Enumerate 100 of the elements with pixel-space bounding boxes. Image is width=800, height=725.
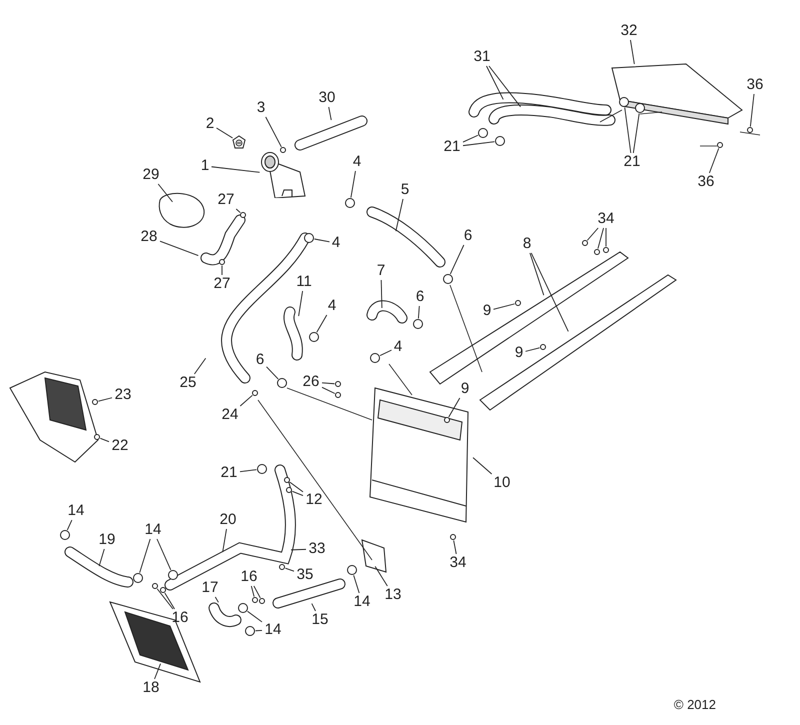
screw bbox=[240, 212, 246, 218]
callout-number: 36 bbox=[746, 77, 764, 93]
hose-clamp bbox=[347, 565, 357, 575]
callout-number: 19 bbox=[98, 532, 116, 548]
hose-clamp bbox=[245, 626, 255, 636]
hose-clamp bbox=[370, 353, 380, 363]
callout-number: 24 bbox=[222, 407, 238, 423]
screw bbox=[279, 564, 285, 570]
leader-line bbox=[154, 663, 161, 680]
screw bbox=[252, 597, 258, 603]
callout-number: 21 bbox=[624, 154, 640, 170]
leader-line bbox=[493, 303, 516, 310]
leader-line bbox=[418, 306, 420, 319]
leader-line bbox=[98, 548, 105, 567]
callout-number: 25 bbox=[180, 375, 196, 391]
screw bbox=[515, 300, 521, 306]
leader-line bbox=[462, 141, 495, 146]
callout-number: 17 bbox=[202, 580, 218, 596]
leader-line bbox=[486, 66, 504, 100]
callout-number: 15 bbox=[312, 612, 328, 628]
callout-number: 9 bbox=[514, 345, 524, 361]
callout-number: 9 bbox=[460, 381, 470, 397]
filler-cap-drawing bbox=[232, 135, 246, 149]
leader-line bbox=[98, 397, 112, 402]
callout-number: 34 bbox=[450, 555, 466, 571]
screw bbox=[747, 127, 753, 133]
hose-clamp bbox=[304, 233, 314, 243]
hose-clamp bbox=[443, 274, 453, 284]
leader-line bbox=[462, 134, 478, 142]
leader-line bbox=[164, 592, 175, 610]
callout-number: 6 bbox=[256, 352, 264, 368]
hose-clamp bbox=[257, 464, 267, 474]
hose-clamp bbox=[413, 319, 423, 329]
leader-line bbox=[246, 610, 262, 622]
leader-line bbox=[328, 106, 332, 121]
leader-line bbox=[453, 540, 457, 554]
leader-line bbox=[624, 107, 632, 154]
screw bbox=[259, 598, 265, 604]
callout-number: 27 bbox=[218, 192, 234, 208]
leader-line bbox=[322, 386, 336, 394]
leader-line bbox=[316, 314, 328, 333]
hose-clamp bbox=[60, 530, 70, 540]
leader-line bbox=[240, 394, 253, 406]
leader-line bbox=[211, 166, 260, 173]
callout-number: 28 bbox=[140, 229, 158, 245]
leader-line bbox=[160, 240, 199, 256]
leader-line bbox=[139, 538, 151, 574]
callout-number: 31 bbox=[474, 49, 490, 65]
leader-line bbox=[632, 113, 640, 154]
callout-number: 21 bbox=[444, 139, 460, 155]
leader-line bbox=[450, 244, 464, 274]
callout-number: 14 bbox=[354, 594, 370, 610]
leader-line bbox=[298, 290, 304, 316]
leader-line bbox=[250, 586, 255, 598]
hose-clamp bbox=[238, 603, 248, 613]
leader-line bbox=[630, 40, 635, 64]
leader-line bbox=[311, 603, 316, 612]
hose-clamp bbox=[635, 103, 645, 113]
callout-number: 2 bbox=[206, 116, 214, 132]
leader-line bbox=[353, 574, 360, 594]
screw bbox=[280, 147, 286, 153]
leader-line bbox=[265, 116, 282, 148]
callout-number: 36 bbox=[698, 174, 714, 190]
screw bbox=[450, 534, 456, 540]
callout-number: 26 bbox=[302, 374, 320, 390]
callout-number: 30 bbox=[318, 90, 336, 106]
hose-clamp bbox=[309, 332, 319, 342]
leader-line bbox=[194, 358, 206, 374]
leader-line bbox=[395, 198, 404, 232]
leader-line bbox=[597, 228, 604, 250]
callout-number: 8 bbox=[522, 236, 532, 252]
callout-number: 18 bbox=[142, 680, 160, 696]
leader-line bbox=[236, 208, 241, 214]
callout-number: 27 bbox=[214, 276, 230, 292]
hose-clamp bbox=[277, 378, 287, 388]
callout-number: 5 bbox=[400, 182, 410, 198]
leader-line bbox=[214, 596, 219, 603]
screw bbox=[252, 390, 258, 396]
leader-line bbox=[530, 252, 569, 332]
leader-line bbox=[156, 538, 172, 570]
leader-line bbox=[266, 366, 279, 380]
hose-clamp bbox=[168, 570, 178, 580]
leader-line bbox=[350, 170, 356, 198]
screw bbox=[582, 240, 588, 246]
leader-line bbox=[586, 228, 599, 241]
leader-line bbox=[322, 382, 335, 384]
leader-line bbox=[156, 588, 174, 610]
callout-number: 16 bbox=[240, 569, 258, 585]
callout-number: 20 bbox=[220, 512, 236, 528]
leader-line bbox=[216, 128, 234, 138]
leader-line bbox=[222, 528, 227, 552]
leader-line bbox=[292, 490, 304, 496]
callout-number: 14 bbox=[144, 522, 162, 538]
screw bbox=[335, 381, 341, 387]
coolant-reservoir-drawing bbox=[260, 152, 306, 198]
callout-number: 9 bbox=[482, 303, 492, 319]
screw bbox=[594, 249, 600, 255]
screw bbox=[335, 392, 341, 398]
leader-line bbox=[750, 94, 754, 127]
callout-number: 4 bbox=[394, 339, 402, 355]
